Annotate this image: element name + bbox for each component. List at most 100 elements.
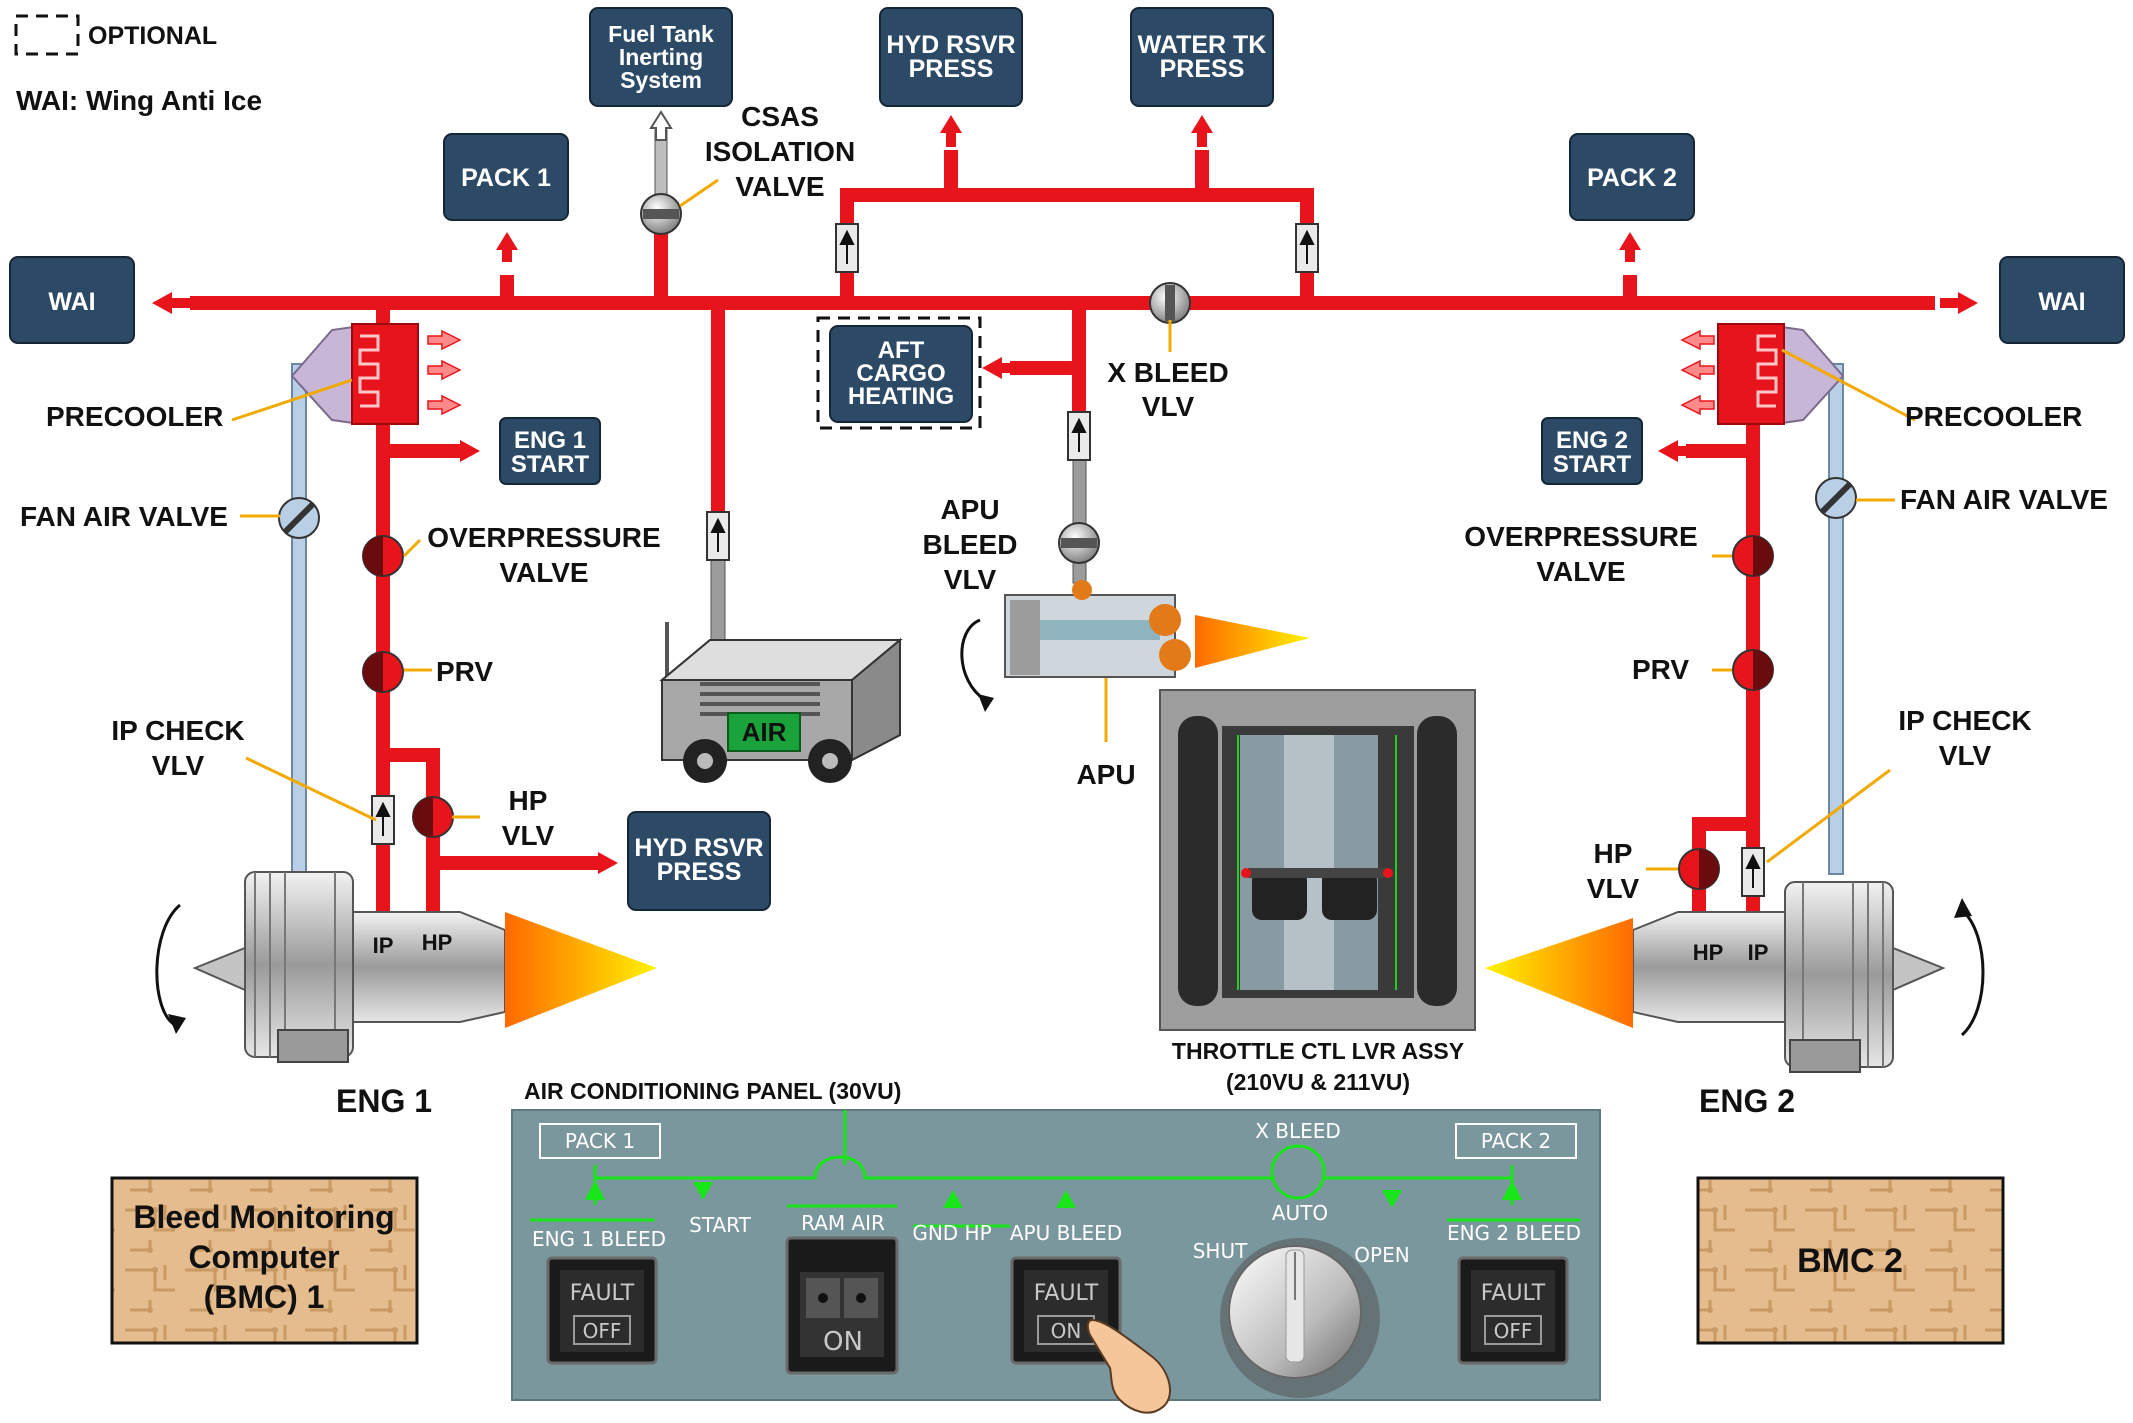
svg-text:VLV: VLV	[1587, 873, 1640, 904]
prv-right-icon	[1732, 649, 1774, 691]
svg-text:ENG 2: ENG 2	[1699, 1083, 1795, 1119]
hyd-rsvr-press-left-box: HYD RSVR PRESS	[627, 811, 771, 911]
svg-text:Bleed Monitoring: Bleed Monitoring	[133, 1199, 394, 1235]
eng1-bleed-pushbutton[interactable]: FAULT OFF	[546, 1256, 658, 1365]
svg-text:ON: ON	[1051, 1319, 1082, 1343]
svg-text:START: START	[1553, 451, 1632, 478]
csas-isolation-valve-icon	[640, 193, 682, 235]
svg-text:WAI: WAI	[2038, 288, 2085, 316]
wai-left-box: WAI	[9, 256, 135, 344]
svg-text:APU BLEED: APU BLEED	[1010, 1221, 1122, 1245]
eng1-start-box: ENG 1 START	[499, 417, 601, 485]
pointing-hand-icon	[1086, 1318, 1171, 1414]
svg-text:OFF: OFF	[1494, 1319, 1533, 1343]
svg-text:OVERPRESSURE: OVERPRESSURE	[1464, 521, 1697, 552]
precooler-exhaust-arrows	[427, 329, 1715, 416]
pack1-box: PACK 1	[443, 133, 569, 221]
svg-text:PACK 2: PACK 2	[1481, 1129, 1551, 1153]
svg-text:START: START	[511, 451, 590, 478]
svg-text:ENG 1 BLEED: ENG 1 BLEED	[532, 1227, 666, 1251]
svg-text:FAN AIR VALVE: FAN AIR VALVE	[1900, 484, 2108, 515]
svg-text:IP CHECK: IP CHECK	[1898, 705, 2031, 736]
wai-note: WAI: Wing Anti Ice	[16, 85, 262, 116]
water-tk-press-box: WATER TK PRESS	[1130, 7, 1274, 107]
svg-text:AFT: AFT	[878, 337, 925, 364]
svg-text:VALVE: VALVE	[735, 171, 824, 202]
svg-text:PRECOOLER: PRECOOLER	[46, 401, 223, 432]
svg-text:IP: IP	[1748, 940, 1769, 965]
svg-text:ENG 1: ENG 1	[336, 1083, 432, 1119]
bmc2-box: BMC 2	[1696, 1176, 2005, 1345]
svg-text:PACK 1: PACK 1	[461, 164, 551, 192]
svg-text:HYD RSVR: HYD RSVR	[886, 31, 1015, 59]
svg-text:BLEED: BLEED	[923, 529, 1018, 560]
bleed-duct-network	[190, 150, 1935, 930]
svg-text:PRESS: PRESS	[657, 858, 742, 886]
throttle-control-lever-assembly	[1159, 689, 1476, 1031]
svg-text:Computer: Computer	[188, 1239, 339, 1275]
svg-text:OPEN: OPEN	[1354, 1243, 1409, 1267]
svg-text:HP: HP	[422, 930, 453, 955]
svg-text:ON: ON	[823, 1327, 863, 1357]
svg-text:CSAS: CSAS	[741, 101, 819, 132]
wai-right-box: WAI	[1999, 256, 2125, 344]
svg-text:CARGO: CARGO	[856, 360, 945, 387]
svg-text:SHUT: SHUT	[1193, 1239, 1248, 1263]
svg-text:System: System	[620, 67, 702, 93]
svg-text:VLV: VLV	[152, 750, 205, 781]
eng2-start-box: ENG 2 START	[1541, 417, 1643, 485]
ram-air-guarded-switch[interactable]: ON	[785, 1236, 899, 1375]
svg-text:X BLEED: X BLEED	[1107, 357, 1228, 388]
svg-text:THROTTLE CTL LVR ASSY: THROTTLE CTL LVR ASSY	[1172, 1038, 1464, 1064]
svg-text:AIR: AIR	[742, 717, 787, 747]
svg-text:HEATING: HEATING	[848, 383, 954, 410]
svg-text:HP: HP	[509, 785, 548, 816]
ground-air-cart: AIR	[659, 622, 903, 783]
precooler-right	[1717, 323, 1845, 426]
svg-text:Fuel Tank: Fuel Tank	[608, 21, 714, 47]
svg-text:WAI: WAI	[48, 288, 95, 316]
fan-air-valve-right-icon	[1815, 477, 1857, 519]
svg-text:ENG 2: ENG 2	[1556, 427, 1628, 454]
svg-text:OVERPRESSURE: OVERPRESSURE	[427, 522, 660, 553]
svg-text:VLV: VLV	[1142, 391, 1195, 422]
svg-text:GND HP: GND HP	[912, 1221, 991, 1245]
hp-valve-right-icon	[1678, 848, 1720, 890]
svg-text:BMC 2: BMC 2	[1797, 1242, 1903, 1280]
leader-lines	[231, 178, 1916, 871]
svg-text:FAULT: FAULT	[1034, 1281, 1099, 1306]
apu-bleed-valve-icon	[1058, 522, 1100, 564]
svg-text:Inerting: Inerting	[619, 44, 703, 70]
svg-text:IP CHECK: IP CHECK	[111, 715, 244, 746]
svg-text:PACK 2: PACK 2	[1587, 164, 1677, 192]
svg-text:VALVE: VALVE	[1536, 556, 1625, 587]
svg-text:ISOLATION: ISOLATION	[705, 136, 855, 167]
svg-text:FAULT: FAULT	[570, 1281, 635, 1306]
svg-text:IP: IP	[373, 933, 394, 958]
fan-air-valve-left-icon	[278, 497, 320, 539]
svg-text:HP: HP	[1693, 940, 1724, 965]
svg-text:(210VU & 211VU): (210VU & 211VU)	[1226, 1069, 1410, 1095]
svg-text:AIR CONDITIONING PANEL (30VU): AIR CONDITIONING PANEL (30VU)	[524, 1078, 901, 1104]
component-labels: CSAS ISOLATION VALVE X BLEED VLV PRECOOL…	[20, 101, 2108, 1119]
svg-text:HYD RSVR: HYD RSVR	[634, 834, 763, 862]
svg-text:PRV: PRV	[1632, 654, 1689, 685]
svg-text:PRECOOLER: PRECOOLER	[1905, 401, 2082, 432]
svg-text:PRV: PRV	[436, 656, 493, 687]
svg-text:FAULT: FAULT	[1481, 1281, 1546, 1306]
x-bleed-valve-icon	[1149, 282, 1191, 324]
engine1: IP HP	[155, 871, 657, 1063]
svg-text:X BLEED: X BLEED	[1255, 1119, 1341, 1143]
check-valve-arrows	[375, 229, 1761, 888]
x-bleed-selector-knob[interactable]	[1220, 1238, 1380, 1398]
svg-text:APU: APU	[1076, 759, 1135, 790]
svg-text:RAM AIR: RAM AIR	[801, 1211, 885, 1235]
eng2-bleed-pushbutton[interactable]: FAULT OFF	[1457, 1256, 1569, 1365]
svg-text:WATER TK: WATER TK	[1138, 31, 1267, 59]
csas-outlet-arrow	[649, 110, 673, 141]
optional-legend-symbol	[14, 14, 80, 56]
svg-text:VLV: VLV	[502, 820, 555, 851]
svg-text:HP: HP	[1594, 838, 1633, 869]
svg-text:AUTO: AUTO	[1272, 1201, 1328, 1225]
apu-unit	[960, 580, 1310, 712]
